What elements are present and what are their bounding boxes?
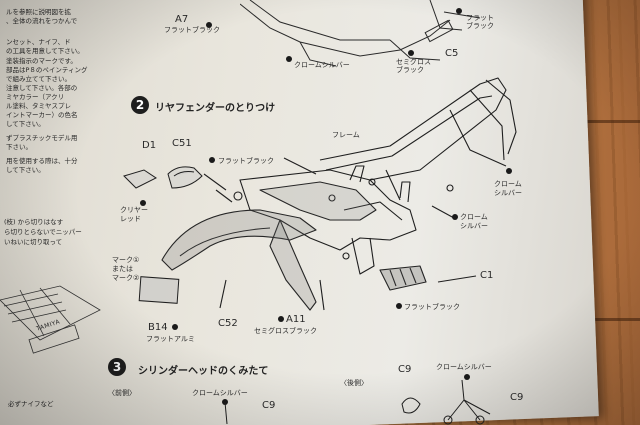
text-line: ル塗料、タミヤスプレ: [6, 102, 71, 110]
paint-dot-icon: [456, 8, 462, 14]
paint-dot-icon: [286, 56, 292, 62]
text-line: 下さい。: [6, 143, 32, 151]
view-label-front: 〈前側〉: [108, 389, 136, 397]
paint-label-chrome-silver: クローム シルバー: [494, 180, 522, 197]
part-label-a7: A7: [175, 14, 189, 25]
paint-label-semi-gloss-black: セミグロスブラック: [254, 327, 317, 335]
part-label-b14: B14: [148, 322, 168, 333]
paint-label-chrome-silver: クロームシルバー: [436, 363, 492, 371]
paint-label: セミグロス ブラック: [396, 58, 431, 74]
paint-dot-icon: [464, 374, 470, 380]
paint-dot-icon: [278, 316, 284, 322]
paint-label-flat-aluminum: フラットアルミ: [146, 335, 195, 343]
text-line: ンセット、ナイフ、ド: [6, 38, 71, 46]
text-line: ミヤカラー（アクリ: [6, 93, 65, 101]
text-line: ずプラスチックモデル用: [6, 134, 78, 142]
paint-label-chrome-silver: クロームシルバー: [192, 389, 248, 397]
view-label-rear: 〈後側〉: [340, 379, 368, 387]
paint-label-chrome-silver: クローム シルバー: [460, 213, 488, 230]
text-line: 塗装指示のマークです。: [6, 57, 77, 65]
step-number-badge: 3: [108, 358, 126, 376]
text-line: イントマーカー）の色名: [6, 111, 78, 119]
part-label-c1: C1: [480, 270, 494, 281]
paint-label-clear-red: クリヤー レッド: [120, 206, 148, 223]
text-line: ルを参照に説明図を拡: [6, 8, 71, 16]
paint-dot-icon: [140, 200, 146, 206]
paint-dot-icon: [209, 157, 215, 163]
text-line: 部品はP８のペインティング: [6, 66, 88, 74]
text-line: で組み立てて下さい。: [6, 75, 71, 83]
paint-label: フラットブラック: [164, 26, 220, 34]
part-label-c51: C51: [172, 138, 192, 149]
paint-label-flat-black: フラットブラック: [404, 303, 460, 311]
part-label-c9: C9: [262, 400, 276, 411]
cylinder-head-leader: [224, 401, 228, 425]
part-label-c52: C52: [218, 318, 238, 329]
taillight-parts: [123, 166, 203, 189]
text-line: して下さい。: [6, 120, 45, 128]
text-line: 注意して下さい。各部の: [6, 84, 78, 92]
mark-decal-label: マーク① または マーク②: [112, 256, 140, 282]
text-line: (枝) から切りはなす: [4, 218, 64, 226]
rear-fender-diagram: [161, 77, 517, 311]
wood-plank-seam: [560, 120, 640, 123]
paint-dot-icon: [506, 168, 512, 174]
bottom-left-text: 必ずナイフなど: [8, 400, 54, 408]
paint-dot-icon: [206, 22, 212, 28]
text-line: 用を使用する際は、十分: [6, 157, 78, 165]
part-label-a11: A11: [286, 314, 306, 325]
paint-dot-icon: [172, 324, 178, 330]
top-frame-diagram: [240, 0, 481, 67]
step-number-badge: 2: [131, 96, 149, 114]
text-line: いねいに切り取って: [4, 238, 63, 246]
part-label-d1: D1: [142, 140, 157, 151]
part-label-c9: C9: [510, 392, 524, 403]
part-label-frame: フレーム: [332, 131, 360, 139]
wood-plank-seam: [560, 318, 640, 321]
paint-dot-icon: [408, 50, 414, 56]
paint-dot-icon: [396, 303, 402, 309]
part-label-c9: C9: [398, 364, 412, 375]
text-line: の工具を用意して下さい。: [6, 47, 84, 55]
step-title: シリンダーヘッドのくみたて: [138, 366, 269, 377]
paint-dot-icon: [452, 214, 458, 220]
text-line: 、全体の流れをつかんで: [6, 17, 78, 25]
text-line: ら切りとらないでニッパー: [4, 228, 82, 236]
text-line: して下さい。: [6, 166, 45, 174]
sprue-illustration: [0, 285, 101, 354]
mark-decal-plate: [138, 276, 180, 304]
step-title: リヤフェンダーのとりつけ: [155, 103, 276, 114]
paint-label: フラット ブラック: [466, 14, 494, 30]
paint-label-flat-black: フラットブラック: [218, 157, 274, 165]
paint-label: クロームシルバー: [294, 61, 350, 69]
cylinder-head-diagram: [401, 380, 491, 425]
part-label-c5: C5: [445, 48, 459, 59]
